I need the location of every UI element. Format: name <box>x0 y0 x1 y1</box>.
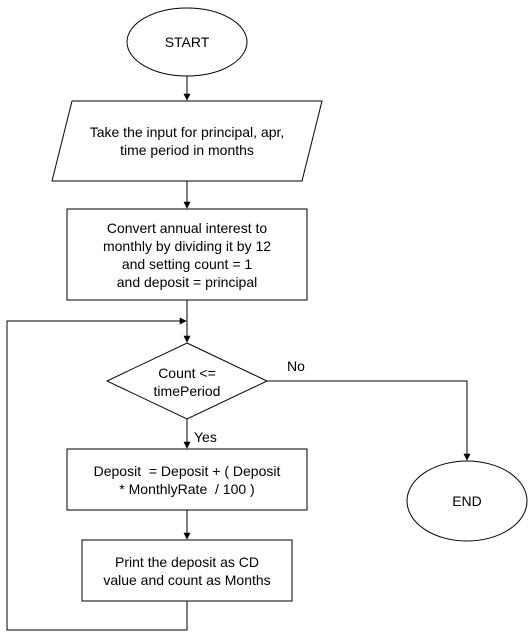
decision-label: Count <= timePeriod <box>127 362 247 402</box>
end-label: END <box>452 493 482 509</box>
edge-decision-to-end <box>267 380 471 461</box>
decision-label-line-2: timePeriod <box>153 383 221 399</box>
convert-label-line-4: and deposit = principal <box>116 273 258 290</box>
deposit-process-box <box>66 448 308 511</box>
edge-loop-back <box>6 317 188 631</box>
deposit-label-line-1: Deposit = Deposit + ( Deposit <box>93 462 281 479</box>
input-label-line-2: time period in months <box>120 142 254 158</box>
print-label: Print the deposit as CD value and count … <box>82 540 292 601</box>
convert-label-line-3: and setting count = 1 <box>121 255 253 272</box>
print-process-box <box>81 539 293 602</box>
convert-label-line-2: monthly by dividing it by 12 <box>102 237 272 254</box>
convert-label: Convert annual interest to monthly by di… <box>67 209 307 300</box>
input-label-line-1: Take the input for principal, apr, <box>89 124 285 140</box>
convert-label-line-1: Convert annual interest to <box>106 219 268 236</box>
end-terminal <box>406 460 528 542</box>
deposit-label-line-2: * MonthlyRate / 100 ) <box>119 480 255 497</box>
input-parallelogram <box>51 100 323 182</box>
start-label: START <box>164 34 210 50</box>
edge-label-no: No <box>287 358 305 374</box>
print-label-line-2: value and count as Months <box>103 571 271 588</box>
deposit-label: Deposit = Deposit + ( Deposit * MonthlyR… <box>67 449 307 510</box>
convert-process-box <box>66 208 308 301</box>
edge-label-yes: Yes <box>194 429 217 445</box>
input-label: Take the input for principal, apr, time … <box>52 115 322 167</box>
print-label-line-1: Print the deposit as CD <box>115 553 259 570</box>
decision-label-line-1: Count <= <box>158 365 216 381</box>
